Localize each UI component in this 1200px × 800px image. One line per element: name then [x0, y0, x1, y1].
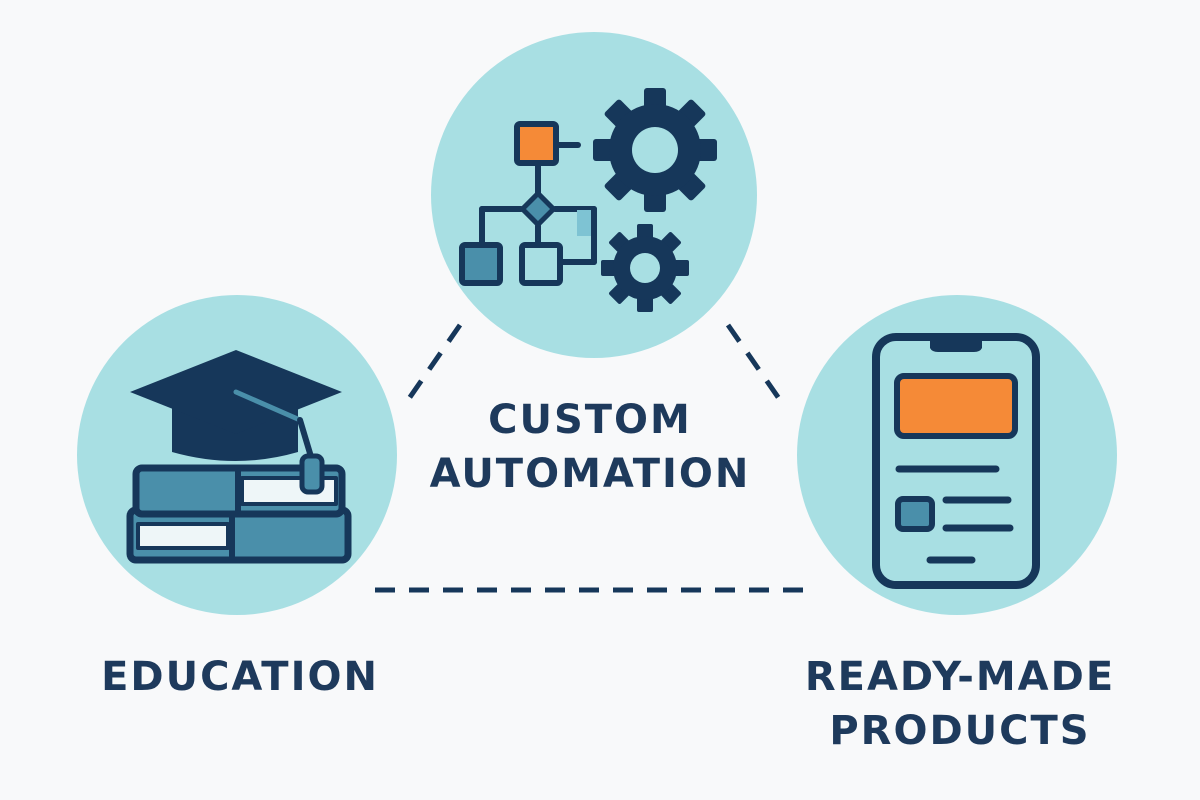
automation-circle: [431, 32, 757, 358]
large-gear-icon: [593, 88, 717, 212]
automation-node: [431, 32, 757, 358]
education-label-text: EDUCATION: [101, 654, 379, 700]
small-gear-icon: [601, 224, 689, 312]
products-label-line1: READY-MADE: [804, 654, 1116, 700]
smartphone-app-icon: [872, 333, 1040, 589]
connector-automation-education: [405, 323, 463, 402]
automation-label-line2: AUTOMATION: [429, 451, 751, 497]
products-label-line2: PRODUCTS: [829, 708, 1091, 754]
education-label: EDUCATION: [80, 650, 400, 704]
products-label: READY-MADE PRODUCTS: [770, 650, 1150, 758]
education-node: [77, 295, 397, 615]
workflow-gears-icon: [459, 88, 717, 312]
connectors: [375, 323, 815, 593]
automation-label-line1: CUSTOM: [488, 397, 692, 443]
graduation-cap-books-icon: [126, 350, 352, 564]
products-node: [797, 295, 1117, 615]
connector-automation-products: [725, 323, 783, 402]
automation-label: CUSTOM AUTOMATION: [410, 393, 770, 501]
